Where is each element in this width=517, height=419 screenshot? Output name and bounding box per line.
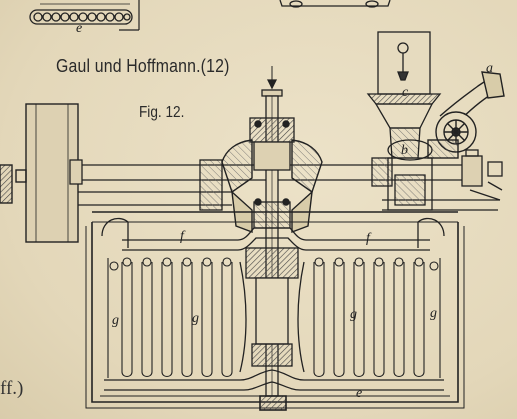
label-f-right: f — [366, 231, 370, 246]
label-g-4: g — [430, 306, 437, 321]
label-g-3: g — [350, 307, 357, 322]
cooling-coils-right — [297, 257, 441, 378]
outer-tank — [85, 211, 465, 411]
chain-detail — [29, 3, 133, 25]
label-a: a — [486, 61, 493, 76]
top-plate — [279, 0, 391, 8]
bottom-collector — [100, 369, 450, 397]
drive-pulley — [0, 103, 79, 243]
label-f-left: f — [180, 229, 184, 244]
figure-number: Fig. 12. — [139, 104, 185, 121]
label-c: c — [402, 85, 409, 100]
inlet-pipe — [427, 71, 505, 159]
feed-hopper — [366, 31, 442, 211]
label-g-2: g — [192, 311, 199, 326]
cooling-coils-left — [107, 257, 247, 378]
label-b: b — [401, 143, 408, 158]
label-e-bottom: e — [356, 386, 363, 401]
distributor-pipe — [101, 217, 445, 251]
caption-title: Gaul und Hoffmann. — [56, 56, 201, 76]
central-spindle — [245, 66, 299, 397]
figure-caption: Gaul und Hoffmann.(12) — [56, 56, 230, 77]
label-g-1: g — [112, 313, 119, 328]
cropped-text-fragment: ff.) — [0, 378, 24, 399]
caption-number: (12) — [200, 56, 230, 76]
label-e-top: e — [76, 21, 83, 36]
